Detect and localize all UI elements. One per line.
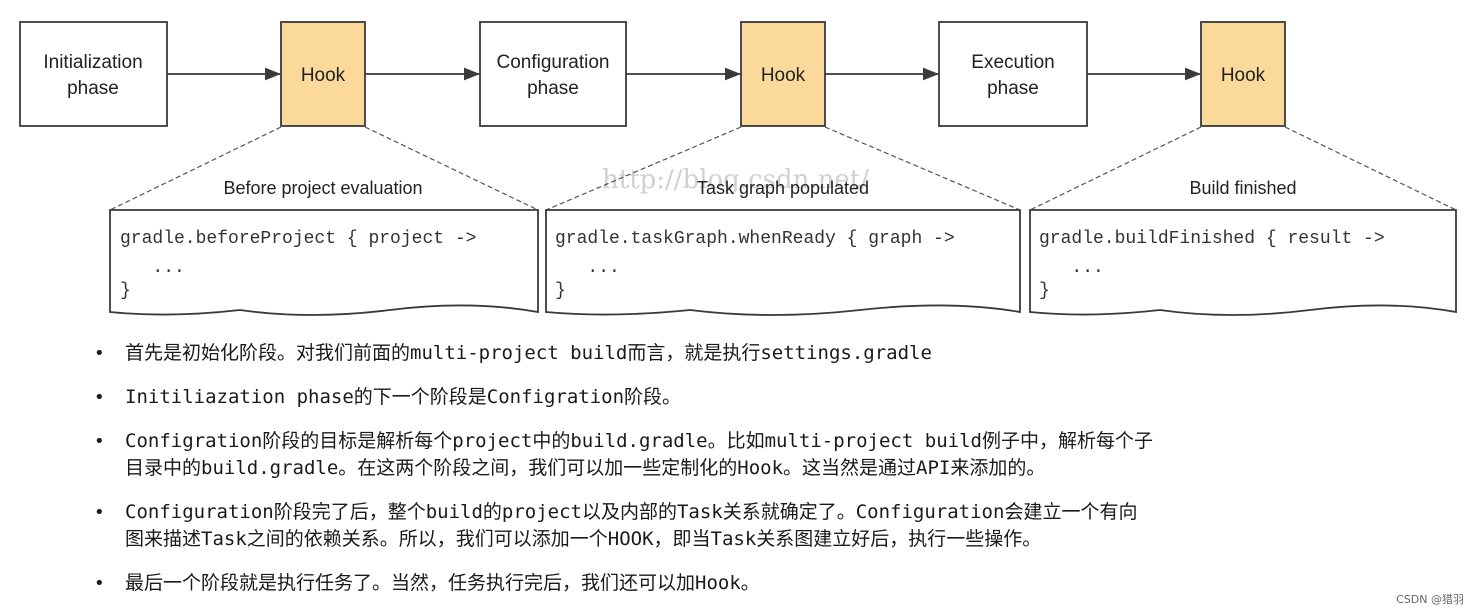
callout-document-shape [109, 209, 539, 316]
code-line-2: ... [555, 258, 620, 278]
list-item: Configration阶段的目标是解析每个project中的build.gra… [94, 428, 1384, 482]
code-line-2: ... [1039, 258, 1104, 278]
callout-leader-right [1284, 126, 1457, 211]
callout-leader-right [824, 126, 1021, 211]
phase-label-line2: phase [987, 78, 1039, 99]
note-line: Initiliazation phase的下一个阶段是Configration阶… [125, 386, 682, 408]
callout-build-finished: Build finished gradle.buildFinished { re… [1029, 126, 1457, 316]
note-line: 首先是初始化阶段。对我们前面的multi-project build而言，就是执… [125, 342, 932, 364]
note-line: 目录中的build.gradle。在这两个阶段之间，我们可以加一些定制化的Hoo… [125, 457, 1046, 479]
phase-label-line2: phase [67, 78, 119, 99]
code-line-1: gradle.beforeProject { project -> [120, 229, 476, 249]
code-line-1: gradle.buildFinished { result -> [1039, 229, 1385, 249]
note-line: Configration阶段的目标是解析每个project中的build.gra… [125, 430, 1153, 452]
callout-leader-left [545, 126, 742, 211]
gradle-lifecycle-diagram: http://blog.csdn.net/ Initialization pha… [19, 21, 1457, 316]
list-item: Configuration阶段完了后，整个build的project以及内部的T… [94, 499, 1384, 553]
callout-task-graph: Task graph populated gradle.taskGraph.wh… [545, 126, 1021, 316]
phase-label-line2: phase [527, 78, 579, 99]
list-item: 首先是初始化阶段。对我们前面的multi-project build而言，就是执… [94, 340, 1384, 367]
callout-title: Build finished [1189, 178, 1296, 198]
callout-before-project: Before project evaluation gradle.beforeP… [109, 126, 539, 316]
hook-label: Hook [1221, 65, 1266, 86]
code-line-2: ... [120, 258, 185, 278]
code-line-1: gradle.taskGraph.whenReady { graph -> [555, 229, 955, 249]
list-item: Initiliazation phase的下一个阶段是Configration阶… [94, 384, 1384, 411]
code-line-3: } [120, 281, 131, 301]
callout-title: Before project evaluation [223, 178, 422, 198]
hook-task-graph: Hook [740, 21, 826, 127]
list-item: 最后一个阶段就是执行任务了。当然，任务执行完后，我们还可以加Hook。 [94, 570, 1384, 597]
note-line: Configuration阶段完了后，整个build的project以及内部的T… [125, 501, 1138, 523]
callout-leader-left [1029, 126, 1202, 211]
callout-document-shape [1029, 209, 1457, 316]
phase-label-line1: Execution [971, 52, 1054, 73]
note-line: 最后一个阶段就是执行任务了。当然，任务执行完后，我们还可以加Hook。 [125, 572, 760, 594]
hook-build-finished: Hook [1200, 21, 1286, 127]
phase-label-line1: Initialization [43, 52, 142, 73]
callout-document-shape [545, 209, 1021, 316]
notes-list: 首先是初始化阶段。对我们前面的multi-project build而言，就是执… [94, 340, 1384, 614]
hook-before-project: Hook [280, 21, 366, 127]
phase-execution: Execution phase [938, 21, 1088, 127]
phase-initialization: Initialization phase [19, 21, 168, 127]
note-line: 图来描述Task之间的依赖关系。所以，我们可以添加一个HOOK，即当Task关系… [125, 528, 1042, 550]
hook-label: Hook [761, 65, 806, 86]
code-line-3: } [555, 281, 566, 301]
watermark: http://blog.csdn.net/ [602, 165, 869, 195]
code-line-3: } [1039, 281, 1050, 301]
callout-title: Task graph populated [697, 178, 869, 198]
hook-label: Hook [301, 65, 346, 86]
phase-label-line1: Configuration [496, 52, 609, 73]
source-credit: CSDN @猎羽 [1396, 593, 1464, 606]
phase-configuration: Configuration phase [479, 21, 627, 127]
